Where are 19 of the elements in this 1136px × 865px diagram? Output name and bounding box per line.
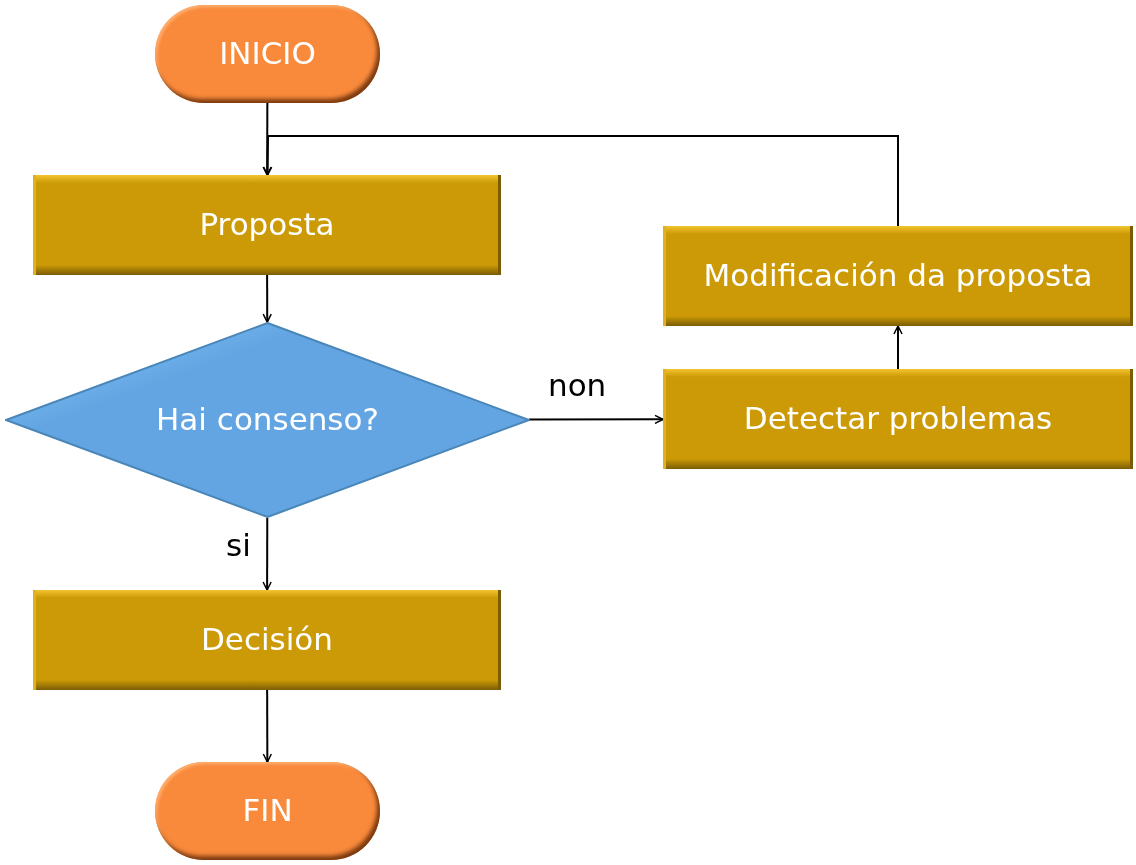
node-label: Decisión (201, 621, 333, 659)
arrow (262, 516, 272, 591)
decision-diamond (5, 322, 530, 518)
node-label: Hai consenso? (156, 401, 379, 439)
arrow (262, 274, 272, 324)
arrow (527, 414, 664, 425)
process-box (33, 590, 501, 690)
node-label: Proposta (199, 206, 335, 244)
node-label: INICIO (219, 35, 316, 73)
arrow (262, 135, 899, 227)
arrow (262, 689, 273, 763)
node-label: Detectar problemas (743, 400, 1053, 438)
arrow (893, 325, 903, 370)
process-box (663, 369, 1133, 469)
process-box (663, 226, 1133, 326)
process-box (33, 175, 501, 275)
node-label: FIN (242, 792, 293, 830)
arrow (262, 102, 272, 176)
node-label: Modificación da proposta (703, 257, 1093, 295)
